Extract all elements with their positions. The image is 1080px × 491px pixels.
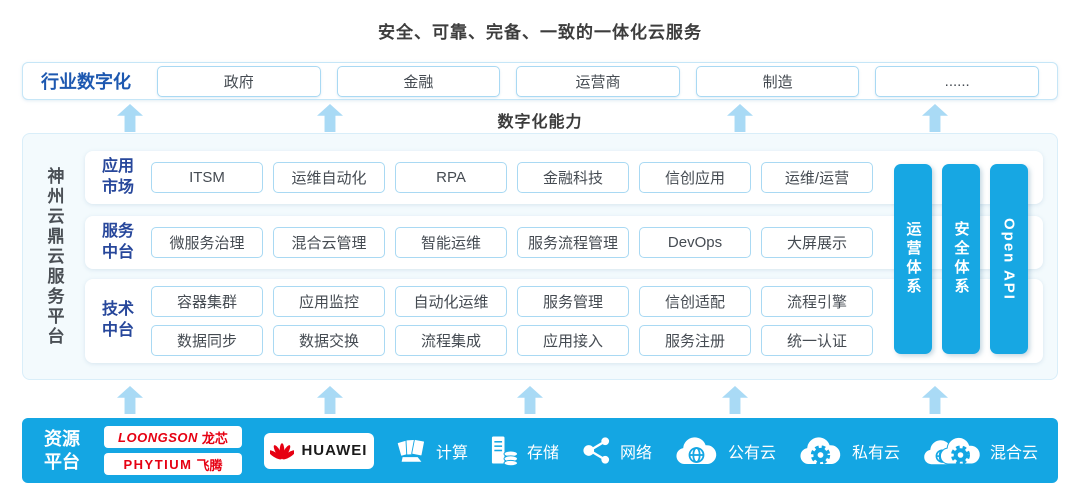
compute-icon	[396, 438, 425, 462]
capability-box: 微服务治理	[151, 227, 263, 258]
tech-platform-row: 技术中台 容器集群 应用监控 自动化运维 服务管理 信创适配 流程引擎 数据同步…	[85, 279, 1043, 363]
capability-box: 信创应用	[639, 162, 751, 193]
pillar-open-api: Open API	[990, 164, 1028, 354]
sector-finance: 金融	[336, 65, 501, 97]
app-market-row: 应用市场 ITSM 运维自动化 RPA 金融科技 信创应用 运维/运营	[85, 151, 1043, 204]
up-arrow-icon	[317, 386, 343, 414]
row-label-service: 服务中台	[101, 222, 134, 261]
up-arrow-icon	[517, 386, 543, 414]
capability-box: 运维自动化	[273, 162, 385, 193]
resource-hybrid-cloud: 混合云	[922, 436, 1038, 466]
hybrid-cloud-icon	[924, 436, 981, 465]
capability-box: 服务流程管理	[517, 227, 629, 258]
row-label-tech: 技术中台	[101, 301, 134, 339]
platform-panel: 神州云鼎云服务平台 应用市场 ITSM 运维自动化 RPA 金融科技 信创应用 …	[22, 133, 1058, 380]
sector-more: ......	[875, 65, 1039, 97]
capability-box: 数据交换	[273, 325, 385, 356]
up-arrow-icon	[922, 386, 948, 414]
capability-box: 服务注册	[639, 325, 751, 356]
resource-private-cloud: 私有云	[798, 436, 900, 466]
capability-box: 混合云管理	[273, 227, 385, 258]
industry-row-label: 行业数字化	[41, 72, 131, 92]
up-arrow-icon	[117, 386, 143, 414]
capability-box: 信创适配	[639, 286, 751, 317]
capability-box: 智能运维	[395, 227, 507, 258]
public-cloud-icon	[676, 436, 717, 464]
capability-box: 流程引擎	[761, 286, 873, 317]
page-title: 安全、可靠、完备、一致的一体化云服务	[378, 23, 702, 42]
capability-box: ITSM	[151, 162, 263, 193]
resource-network: 网络	[581, 435, 652, 466]
capability-box: 自动化运维	[395, 286, 507, 317]
capability-box: 流程集成	[395, 325, 507, 356]
capability-box: 数据同步	[151, 325, 263, 356]
capability-box: DevOps	[639, 227, 751, 258]
up-arrow-icon	[722, 386, 748, 414]
capability-box: 运维/运营	[761, 162, 873, 193]
capability-box: 应用监控	[273, 286, 385, 317]
network-icon	[583, 437, 610, 464]
capability-box: 容器集群	[151, 286, 263, 317]
huawei-flower-icon	[270, 442, 295, 459]
row-label-app-market: 应用市场	[101, 157, 134, 196]
resource-public-cloud: 公有云	[674, 436, 776, 466]
sector-manufacturing: 制造	[695, 65, 860, 97]
sector-government: 政府	[157, 65, 321, 97]
capability-box: 大屏展示	[761, 227, 873, 258]
capability-box: RPA	[395, 162, 507, 193]
huawei-logo: HUAWEI	[263, 432, 374, 469]
platform-side-label: 神州云鼎云服务平台	[44, 166, 64, 347]
pillar-security: 安全体系	[942, 164, 980, 354]
capability-label: 数字化能力	[497, 114, 583, 131]
private-cloud-icon	[800, 436, 841, 465]
industry-row: 行业数字化 政府 金融 运营商 制造 ......	[22, 62, 1058, 100]
sector-operator: 运营商	[516, 65, 680, 97]
resource-compute: 计算	[396, 436, 468, 465]
capability-box: 应用接入	[517, 325, 629, 356]
capability-box: 服务管理	[517, 286, 629, 317]
capability-box: 金融科技	[517, 162, 629, 193]
resource-bar-label: 资源平台	[44, 429, 80, 472]
storage-icon	[491, 436, 518, 466]
pillar-operations: 运营体系	[894, 164, 932, 354]
capability-box: 统一认证	[761, 325, 873, 356]
resource-storage: 存储	[490, 435, 559, 466]
service-platform-row: 服务中台 微服务治理 混合云管理 智能运维 服务流程管理 DevOps 大屏展示	[85, 216, 1043, 269]
